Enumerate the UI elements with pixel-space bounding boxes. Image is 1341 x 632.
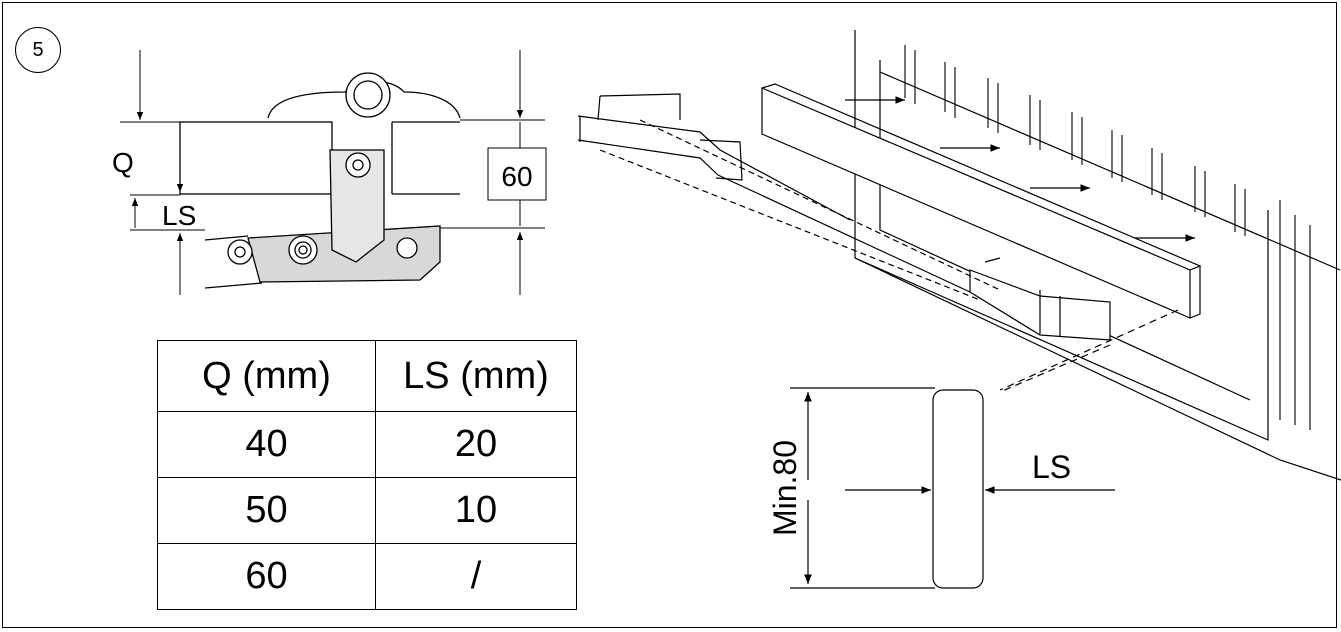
cell-q: 40 bbox=[157, 411, 376, 478]
q-label: Q bbox=[112, 147, 134, 178]
ls-label: LS bbox=[162, 200, 196, 231]
spec-table-header: Q (mm) LS (mm) bbox=[157, 340, 577, 412]
height-value: 60 bbox=[501, 161, 532, 192]
cell-ls: / bbox=[375, 543, 577, 610]
header-ls: LS (mm) bbox=[375, 340, 577, 412]
table-row: 50 10 bbox=[157, 477, 577, 544]
cell-q: 50 bbox=[157, 477, 376, 544]
cell-ls: 20 bbox=[375, 411, 577, 478]
step-number-badge: 5 bbox=[15, 27, 61, 73]
cell-q: 60 bbox=[157, 543, 376, 610]
gate-perspective bbox=[577, 30, 1341, 481]
profile-detail bbox=[790, 387, 1115, 589]
min-height-label: Min.80 bbox=[767, 440, 803, 536]
header-q: Q (mm) bbox=[157, 340, 376, 412]
detail-ls-label: LS bbox=[1032, 449, 1071, 485]
cell-ls: 10 bbox=[375, 477, 577, 544]
table-row: 60 / bbox=[157, 543, 577, 610]
table-row: 40 20 bbox=[157, 411, 577, 478]
spec-table: Q (mm) LS (mm) 40 20 50 10 60 / bbox=[157, 340, 577, 610]
dimension-lines bbox=[120, 50, 547, 295]
bracket-cross-section bbox=[179, 72, 461, 289]
